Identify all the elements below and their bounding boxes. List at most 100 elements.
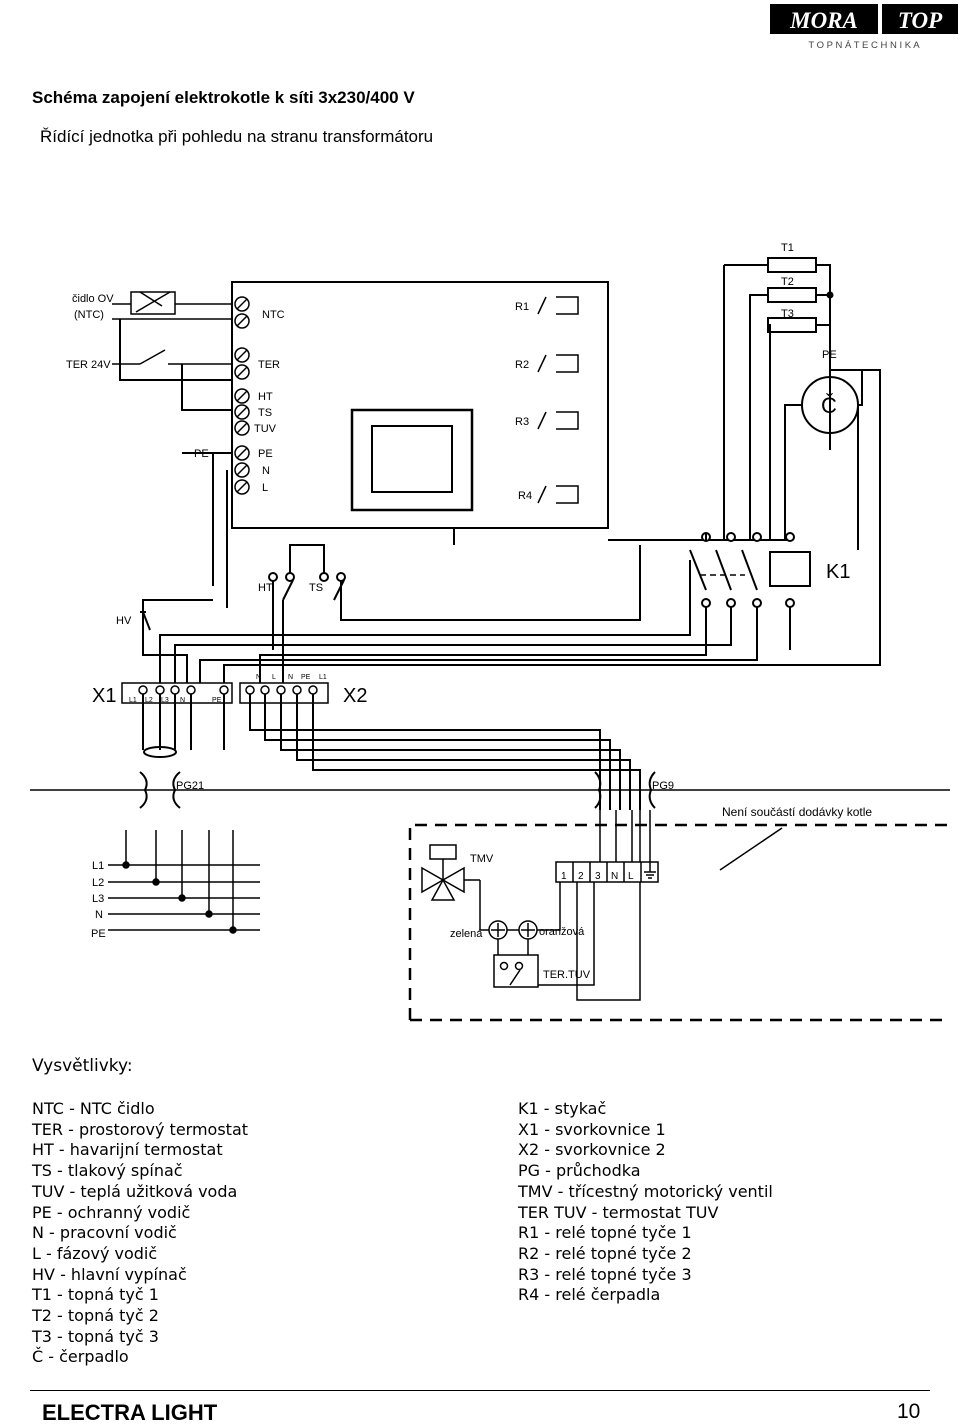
pump-label: Č [821,393,837,418]
x1-terminal-strip [121,682,233,704]
legend-item: N - pracovní vodič [32,1223,177,1243]
ter-tuv-thermostat [493,882,641,1001]
logo-right-text: TOP [898,8,943,33]
legend-item: R2 - relé topné tyče 2 [518,1243,692,1263]
ter24-switch [112,349,232,365]
valve-terminal-block [555,810,659,883]
heater-t1-label: T1 [781,242,794,254]
legend-item: PE - ochranný vodič [32,1202,191,1222]
legend-item: TER - prostorový termostat [32,1119,249,1139]
x2-label: X2 [343,685,367,707]
x1-l3-label: L3 [161,697,169,704]
legend-item: T3 - topná tyč 3 [32,1326,159,1346]
x2-l1b-label: L1 [319,674,327,681]
terminal-screws [234,296,250,495]
lamp-orange-label: oranžová [539,926,585,938]
term-ter-label: TER [258,359,280,371]
hv-switch [140,611,151,631]
legend-item: TUV - teplá užitková voda [32,1181,238,1201]
page-title: Schéma zapojení elektrokotle k síti 3x23… [32,88,415,107]
mains-pe-label: PE [91,928,106,940]
legend-item: T2 - topná tyč 2 [32,1306,159,1326]
not-supplied-note: Není součástí dodávky kotle [722,805,872,819]
pg21-gland [30,771,950,809]
ter-tuv-label: TER.TUV [543,969,591,981]
legend-heading: Vysvětlivky: [32,1056,133,1076]
legend-item: R1 - relé topné tyče 1 [518,1223,692,1243]
not-supplied-arrow [719,827,783,871]
tb-l-label: L [628,871,634,882]
x1-label: X1 [92,685,116,707]
legend-item: L - fázový vodič [32,1243,158,1263]
x1-l2-label: L2 [145,697,153,704]
legend-item: TMV - třícestný motorický ventil [518,1181,773,1201]
hv-label: HV [116,615,132,627]
ht-switch-label: HT [258,582,273,594]
k1-label: K1 [826,561,850,583]
heating-elements [723,257,881,640]
legend-item: NTC - NTC čidlo [32,1099,155,1118]
left-wires [119,319,233,690]
legend-item: R3 - relé topné tyče 3 [518,1264,692,1284]
mains-lines [108,830,260,934]
x1-l1-label: L1 [129,697,137,704]
x1-n-label: N [180,697,185,704]
logo-right-block [882,4,958,34]
term-pe-label: PE [258,448,273,460]
tb-3-label: 3 [595,871,601,882]
footer-title: ELECTRA LIGHT [42,1400,218,1425]
relay-symbols [537,296,579,504]
relay-r2-label: R2 [515,359,529,371]
logo-left-text: MORA [789,8,858,33]
legend-item: PG - průchodka [518,1161,641,1181]
legend-item: HT - havarijní termostat [32,1140,223,1160]
legend-item: X1 - svorkovnice 1 [518,1119,666,1139]
term-ts-label: TS [258,407,272,419]
x2-terminal-strip [239,682,329,704]
pg21-label: PG21 [176,780,204,792]
mora-top-logo: MORA TOP T O P N Á T E C H N I K A [770,4,958,51]
term-ntc-label: NTC [262,309,285,321]
mains-n-label: N [95,909,103,921]
legend-left-column: NTC - NTC čidlo TER - prostorový termost… [32,1099,248,1368]
tb-2-label: 2 [578,871,584,882]
legend-item: HV - hlavní vypínač [32,1264,187,1284]
legend-item: TS - tlakový spínač [32,1161,183,1181]
ter24-label: TER 24V [66,359,111,371]
ntc-sensor-label-2: (NTC) [74,309,104,321]
x1-pe-label: PE [212,697,222,704]
footer-divider [30,1390,930,1391]
legend-item: R4 - relé čerpadla [518,1285,661,1305]
control-unit-box [231,281,609,529]
relay-r3-label: R3 [515,416,529,428]
page-subtitle: Řídící jednotka při pohledu na stranu tr… [40,127,434,146]
mains-l1-label: L1 [92,860,104,872]
x2-n2-label: N [288,674,293,681]
legend-item: T1 - topná tyč 1 [32,1285,159,1305]
transformer-inner [371,425,453,493]
indicator-lamps [464,879,561,955]
tb-n-label: N [611,871,618,882]
legend-item: X2 - svorkovnice 2 [518,1140,666,1160]
ntc-sensor-label-1: čidlo OV [72,293,114,305]
term-n-label: N [262,465,270,477]
heater-t2-label: T2 [781,276,794,288]
pe-left-label: PE [194,448,209,460]
ts-switch-label: TS [309,582,323,594]
term-ht-label: HT [258,391,273,403]
term-l-label: L [262,482,268,494]
legend-item: TER TUV - termostat TUV [518,1202,719,1222]
x2-lower-wires [249,694,641,810]
tmv-label: TMV [470,853,494,865]
ntc-sensor [112,291,232,320]
legend-right-column: K1 - stykač X1 - svorkovnice 1 X2 - svor… [518,1099,773,1306]
tmv-valve [421,844,465,901]
tb-1-label: 1 [561,871,567,882]
legend-item: K1 - stykač [518,1099,607,1118]
legend-item: Č - čerpadlo [32,1347,129,1367]
x2-n1-label: N [256,674,261,681]
lamp-green-label: zelená [450,928,483,940]
x2-l1-label: L [272,674,276,681]
logo-tagline: T O P N Á T E C H N I K A [808,40,920,51]
relay-r4-label: R4 [518,490,532,502]
